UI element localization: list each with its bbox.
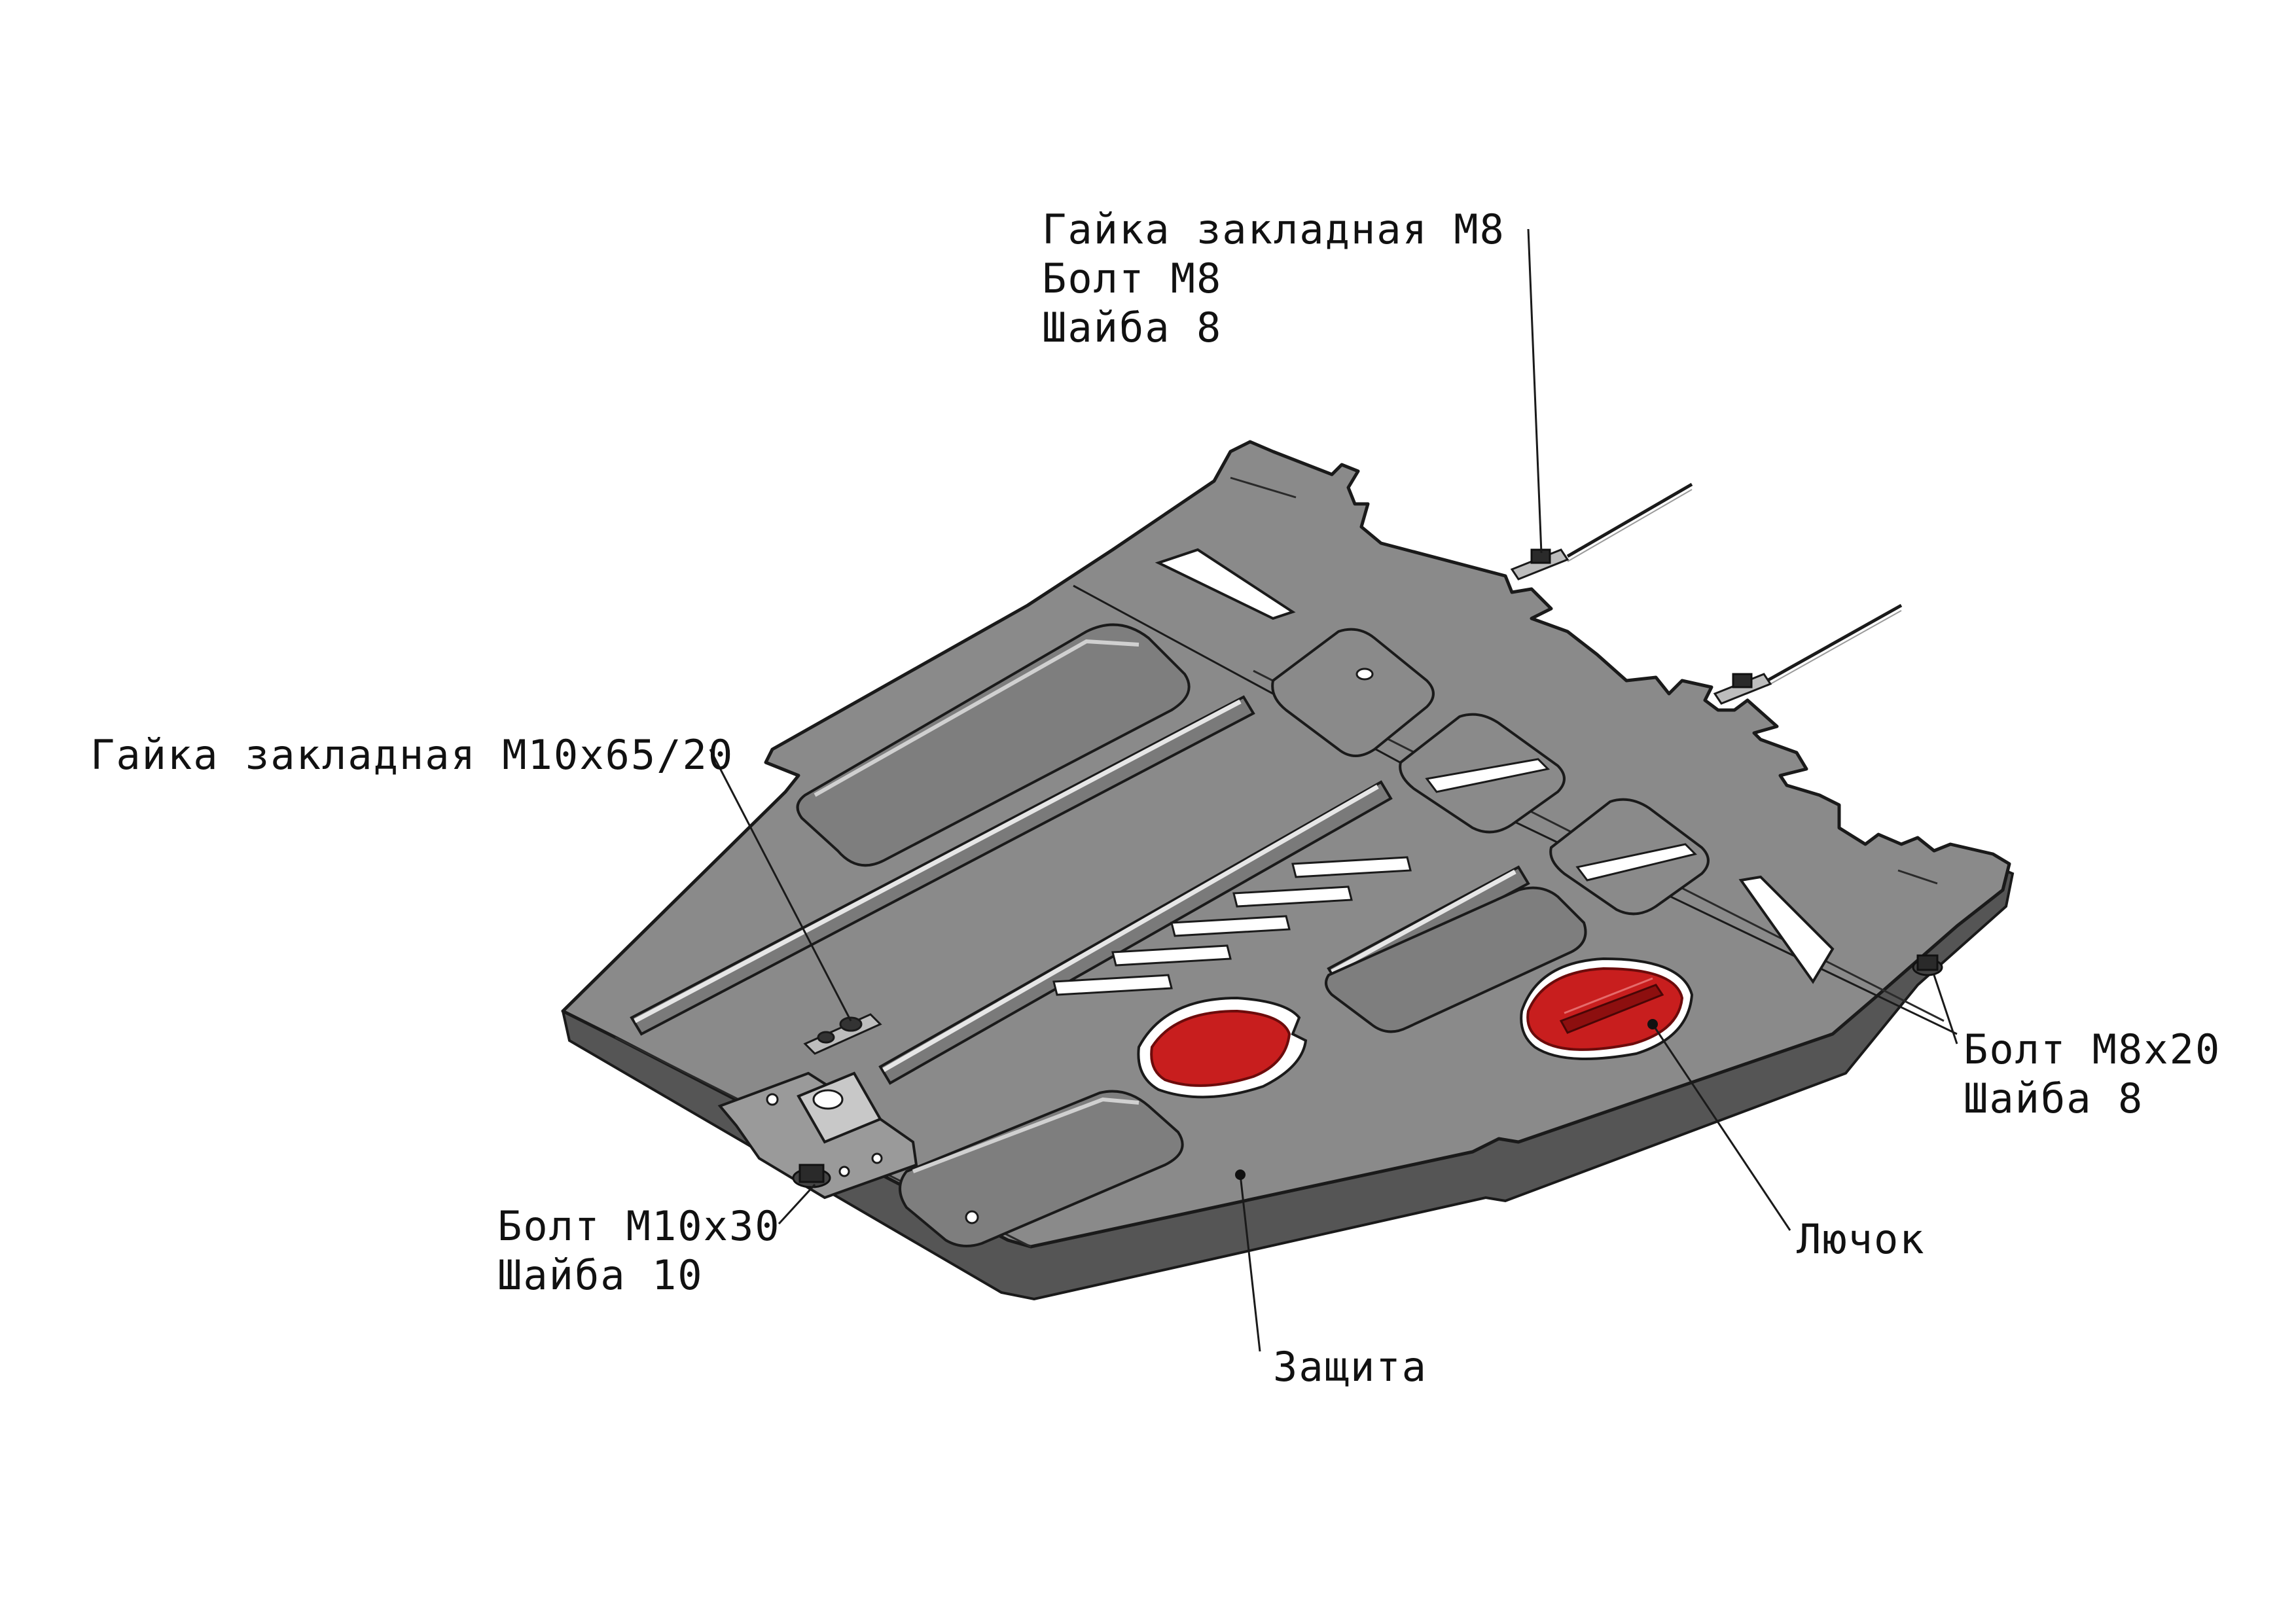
callout-front-bolt: Болт М10х30 Шайба 10 (497, 1202, 781, 1299)
callout-hatch: Лючок (1797, 1215, 1926, 1263)
rib-panel-highlight (814, 639, 1139, 797)
plate-bend-line (1897, 869, 1938, 885)
leader-dot (1647, 1019, 1658, 1029)
stud (1566, 482, 1693, 558)
slot-cutout (1575, 843, 1697, 882)
callout-line: Болт М8 (1042, 255, 1222, 302)
vent-slot (1291, 856, 1412, 878)
callout-line: Болт М8х20 (1964, 1026, 2221, 1073)
callout-guard: Защита (1273, 1343, 1427, 1391)
leader-front-bolt (778, 1183, 816, 1225)
leader-hatch (1651, 1024, 1791, 1231)
hatch-handle (1564, 977, 1653, 1014)
rib-long (630, 695, 1255, 1036)
rib-long-highlight (1331, 869, 1516, 974)
leader-top-nut (1527, 228, 1543, 554)
bolt-head (1916, 954, 1939, 971)
rib-panel (899, 1090, 1184, 1247)
nut-body (1732, 673, 1753, 688)
bracket-hole (812, 1089, 844, 1110)
rib-panel-highlight (912, 1097, 1139, 1173)
embedded-nut-m8-b (1713, 603, 1903, 705)
callout-line: Лючок (1797, 1215, 1926, 1263)
hatch-cover (1150, 1009, 1291, 1087)
vent-slot (1111, 944, 1232, 967)
bolt-m10-front (792, 1164, 831, 1188)
leader-dot (1235, 1169, 1246, 1180)
callout-right-bolt: Болт М8х20 Шайба 8 (1964, 1026, 2221, 1122)
rib-long-highlight (882, 784, 1379, 1073)
leader-guard (1239, 1174, 1261, 1352)
callout-line: Гайка закладная М8 (1042, 205, 1505, 253)
plate-bend-line (1230, 476, 1297, 499)
embedded-nut-m10 (803, 1013, 882, 1055)
front-bracket (717, 1071, 918, 1200)
rib-long (878, 780, 1393, 1085)
callout-line: Шайба 8 (1964, 1075, 2144, 1122)
callout-left-nut: Гайка закладная М10х65/20 (90, 731, 734, 779)
vent-slot (1232, 885, 1353, 908)
leader-lines (709, 228, 1958, 1352)
bracket-hole (838, 1166, 850, 1177)
stud (1767, 610, 1902, 687)
hatch-handle (1559, 984, 1664, 1034)
slot-cutout (1425, 758, 1551, 793)
stud (1567, 489, 1693, 562)
rib-panel (796, 623, 1191, 867)
embedded-nut-m8-a (1510, 482, 1693, 580)
callout-line: Защита (1273, 1343, 1427, 1391)
leader-left-nut (709, 749, 852, 1022)
callout-line: Шайба 8 (1042, 304, 1222, 351)
triangle-cutout (1155, 548, 1296, 620)
mount-hole (965, 1210, 979, 1224)
bracket-hole (871, 1152, 883, 1164)
vent-slots (1052, 856, 1412, 996)
callout-top-nut: Гайка закладная М8 Болт М8 Шайба 8 (1042, 205, 1505, 351)
access-hatch-right (1520, 957, 1694, 1060)
rib-panel (1325, 886, 1587, 1033)
callout-line: Гайка закладная М10х65/20 (90, 731, 734, 779)
leader-right-bolt (1933, 974, 1958, 1044)
mount-hole (1355, 668, 1374, 681)
vent-slot (1052, 974, 1173, 996)
access-hatch-left (1137, 996, 1308, 1099)
bolt-m8-right (1912, 954, 1943, 976)
callout-line: Болт М10х30 (497, 1202, 781, 1250)
nut-body (839, 1016, 863, 1032)
triangle-cutout (1738, 875, 1835, 984)
stud (1766, 603, 1903, 683)
raised-pocket (1271, 628, 1435, 757)
bolt-head (798, 1164, 825, 1183)
callout-line: Шайба 10 (497, 1251, 704, 1299)
nut-body (817, 1031, 835, 1044)
vent-slot (1170, 915, 1291, 937)
rib-long-highlight (634, 699, 1242, 1024)
bracket-hole (766, 1093, 779, 1106)
bracket-top (797, 1071, 882, 1144)
